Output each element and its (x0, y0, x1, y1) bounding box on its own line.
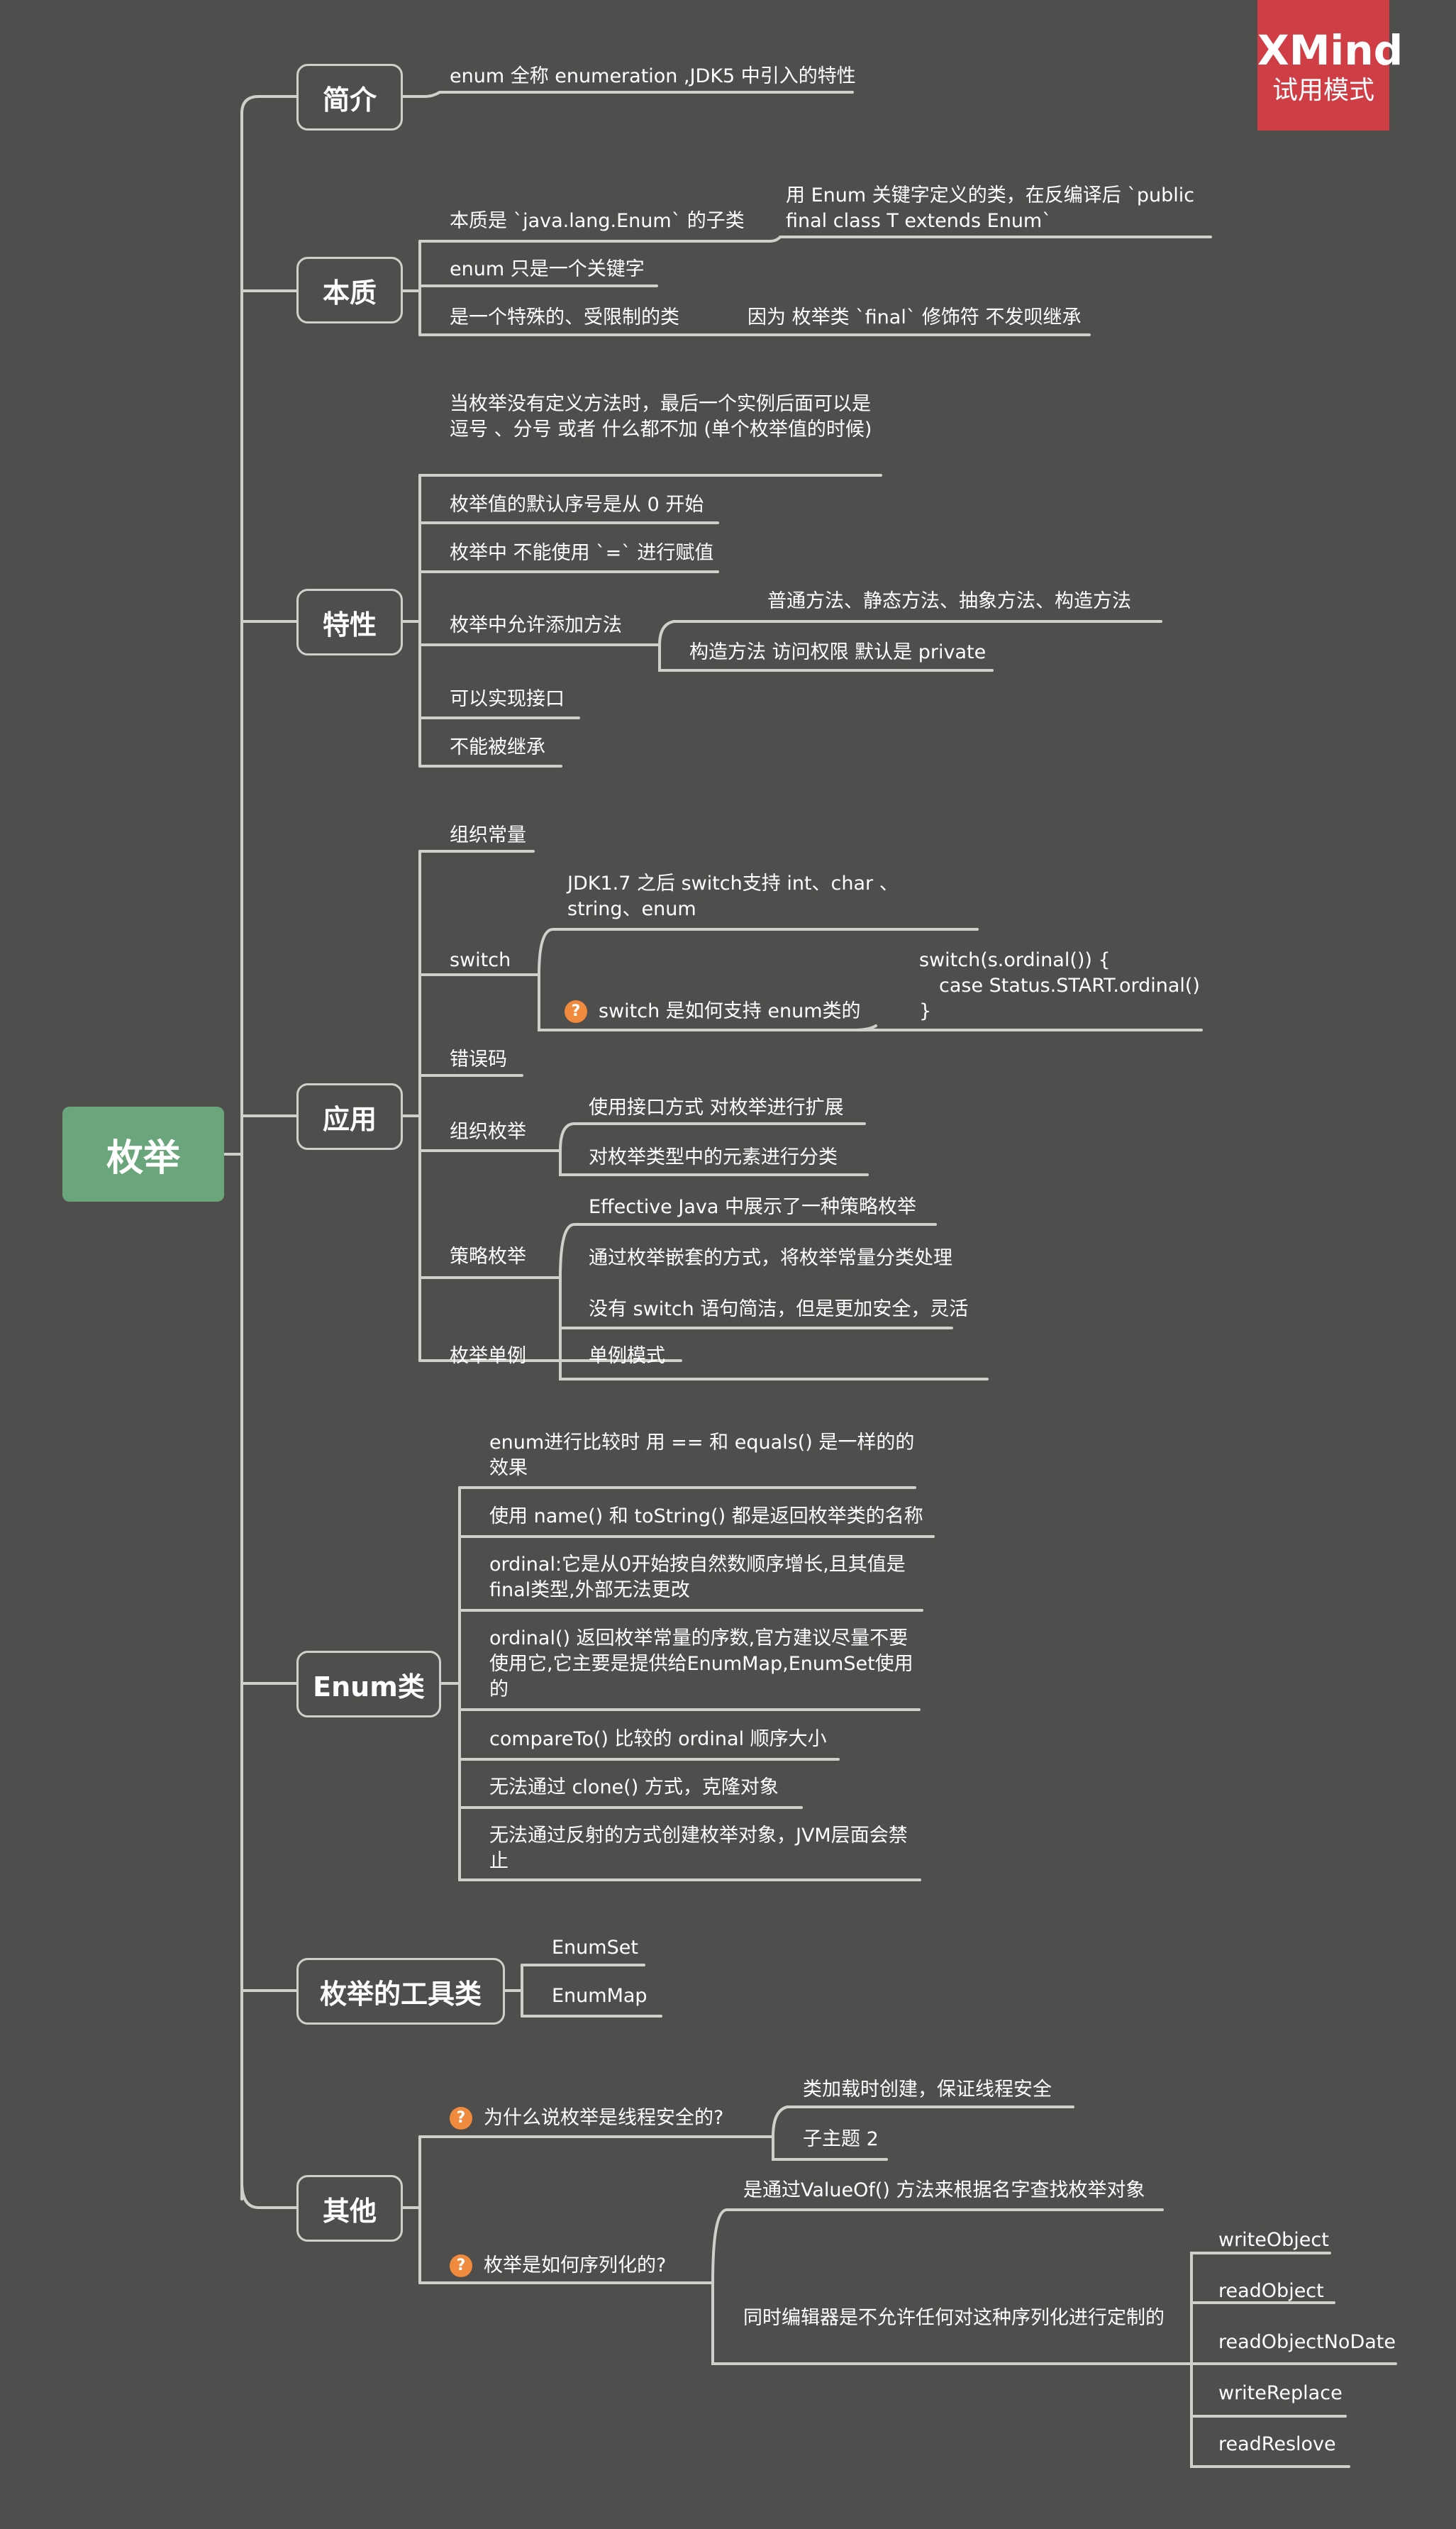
enumclass-compareto[interactable]: compareTo() 比较的 ordinal 顺序大小 (489, 1728, 827, 1750)
switch-code-line3: } (919, 1000, 932, 1022)
organize-classify[interactable]: 对枚举类型中的元素进行分类 (589, 1146, 838, 1168)
tool-enumset[interactable]: EnumSet (552, 1937, 638, 1959)
question-icon: ? (450, 2107, 472, 2130)
essence-restricted[interactable]: 是一个特殊的、受限制的类 (450, 306, 679, 328)
feature-method-kinds[interactable]: 普通方法、静态方法、抽象方法、构造方法 (767, 590, 1131, 612)
apply-constants[interactable]: 组织常量 (450, 824, 526, 846)
method-readreslove[interactable]: readReslove (1218, 2433, 1336, 2455)
serialization-valueof[interactable]: 是通过ValueOf() 方法来根据名字查找枚举对象 (743, 2179, 1145, 2201)
organize-interface-extend[interactable]: 使用接口方式 对枚举进行扩展 (589, 1097, 844, 1119)
method-writereplace[interactable]: writeReplace (1218, 2382, 1343, 2404)
other-serialization[interactable]: ? 枚举是如何序列化的? (450, 2253, 733, 2279)
serialization-label: 枚举是如何序列化的? (484, 2254, 667, 2276)
root-topic[interactable]: 枚举 (62, 1107, 224, 1202)
strategy-safer[interactable]: 没有 switch 语句简洁，但是更加安全，灵活 (589, 1298, 969, 1320)
switch-how[interactable]: ? switch 是如何支持 enum类的 (565, 999, 877, 1024)
apply-enum-singleton[interactable]: 枚举单例 (450, 1345, 526, 1367)
topic-tools[interactable]: 枚举的工具类 (296, 1958, 505, 2025)
xmind-logo: XMind (1257, 26, 1404, 74)
enumclass-no-clone[interactable]: 无法通过 clone() 方式，克隆对象 (489, 1776, 779, 1798)
essence-keyword[interactable]: enum 只是一个关键字 (450, 258, 645, 280)
tool-enummap[interactable]: EnumMap (552, 1985, 648, 2007)
xmind-trial-badge: XMind 试用模式 (1257, 0, 1404, 131)
topic-essence[interactable]: 本质 (296, 257, 403, 323)
apply-organize-enum[interactable]: 组织枚举 (450, 1121, 526, 1143)
topic-apply[interactable]: 应用 (296, 1083, 403, 1150)
feature-add-methods[interactable]: 枚举中允许添加方法 (450, 614, 622, 636)
strategy-effective-java[interactable]: Effective Java 中展示了一种策略枚举 (589, 1196, 916, 1218)
thread-safe-label: 为什么说枚举是线程安全的? (484, 2107, 724, 2129)
switch-code-line2: case Status.START.ordinal() (939, 975, 1200, 997)
serialization-no-custom[interactable]: 同时编辑器是不允许任何对这种序列化进行定制的 (743, 2307, 1165, 2329)
topic-intro[interactable]: 简介 (296, 64, 403, 131)
intro-desc[interactable]: enum 全称 enumeration ,JDK5 中引入的特性 (450, 65, 856, 87)
apply-switch[interactable]: switch (450, 949, 511, 971)
enumclass-ordinal-field[interactable]: ordinal:它是从0开始按自然数顺序增长,且其值是final类型,外部无法更… (489, 1554, 906, 1601)
apply-strategy-enum[interactable]: 策略枚举 (450, 1246, 526, 1268)
enumclass-no-reflection[interactable]: 无法通过反射的方式创建枚举对象，JVM层面会禁止 (489, 1825, 908, 1872)
thread-safe-classload[interactable]: 类加载时创建，保证线程安全 (803, 2079, 1052, 2101)
enumclass-name-tostring[interactable]: 使用 name() 和 toString() 都是返回枚举类的名称 (489, 1505, 923, 1527)
switch-code-line1: switch(s.ordinal()) { (919, 949, 1111, 971)
topic-other[interactable]: 其他 (296, 2175, 403, 2242)
singleton-pattern[interactable]: 单例模式 (589, 1345, 665, 1367)
feature-no-assign[interactable]: 枚举中 不能使用 `=` 进行赋值 (450, 542, 714, 564)
feature-trailing-comma[interactable]: 当枚举没有定义方法时，最后一个实例后面可以是 逗号 、分号 或者 什么都不加 (… (450, 393, 872, 441)
feature-implement-interface[interactable]: 可以实现接口 (450, 688, 565, 710)
other-thread-safe[interactable]: ? 为什么说枚举是线程安全的? (450, 2105, 783, 2131)
essence-subclass[interactable]: 本质是 `java.lang.Enum` 的子类 (450, 210, 745, 232)
method-writeobject[interactable]: writeObject (1218, 2229, 1329, 2251)
switch-how-label: switch 是如何支持 enum类的 (599, 1000, 861, 1022)
essence-subclass-note[interactable]: 用 Enum 关键字定义的类，在反编译后 `public final class… (786, 184, 1195, 232)
method-readobjectnodate[interactable]: readObjectNoDate (1218, 2331, 1396, 2353)
switch-code[interactable]: switch(s.ordinal()) { case Status.START.… (919, 948, 1231, 1024)
question-icon: ? (565, 1000, 587, 1023)
apply-error-code[interactable]: 错误码 (450, 1048, 507, 1070)
feature-no-inherit[interactable]: 不能被继承 (450, 736, 545, 758)
trial-mode-label: 试用模式 (1272, 76, 1374, 105)
topic-features[interactable]: 特性 (296, 589, 403, 655)
switch-jdk17[interactable]: JDK1.7 之后 switch支持 int、char 、string、enum (567, 873, 899, 920)
method-readobject[interactable]: readObject (1218, 2280, 1324, 2302)
strategy-nested[interactable]: 通过枚举嵌套的方式，将枚举常量分类处理 (589, 1247, 952, 1269)
enumclass-equals[interactable]: enum进行比较时 用 == 和 equals() 是一样的的效果 (489, 1432, 915, 1479)
feature-default-ordinal[interactable]: 枚举值的默认序号是从 0 开始 (450, 494, 704, 516)
topic-enum-class[interactable]: Enum类 (296, 1651, 441, 1717)
enumclass-ordinal-method[interactable]: ordinal() 返回枚举常量的序数,官方建议尽量不要使用它,它主要是提供给E… (489, 1627, 913, 1700)
feature-ctor-access[interactable]: 构造方法 访问权限 默认是 private (689, 641, 987, 663)
essence-restricted-note[interactable]: 因为 枚举类 `final` 修饰符 不发呗继承 (748, 306, 1082, 328)
question-icon: ? (450, 2254, 472, 2277)
thread-safe-subtopic2[interactable]: 子主题 2 (803, 2128, 879, 2150)
